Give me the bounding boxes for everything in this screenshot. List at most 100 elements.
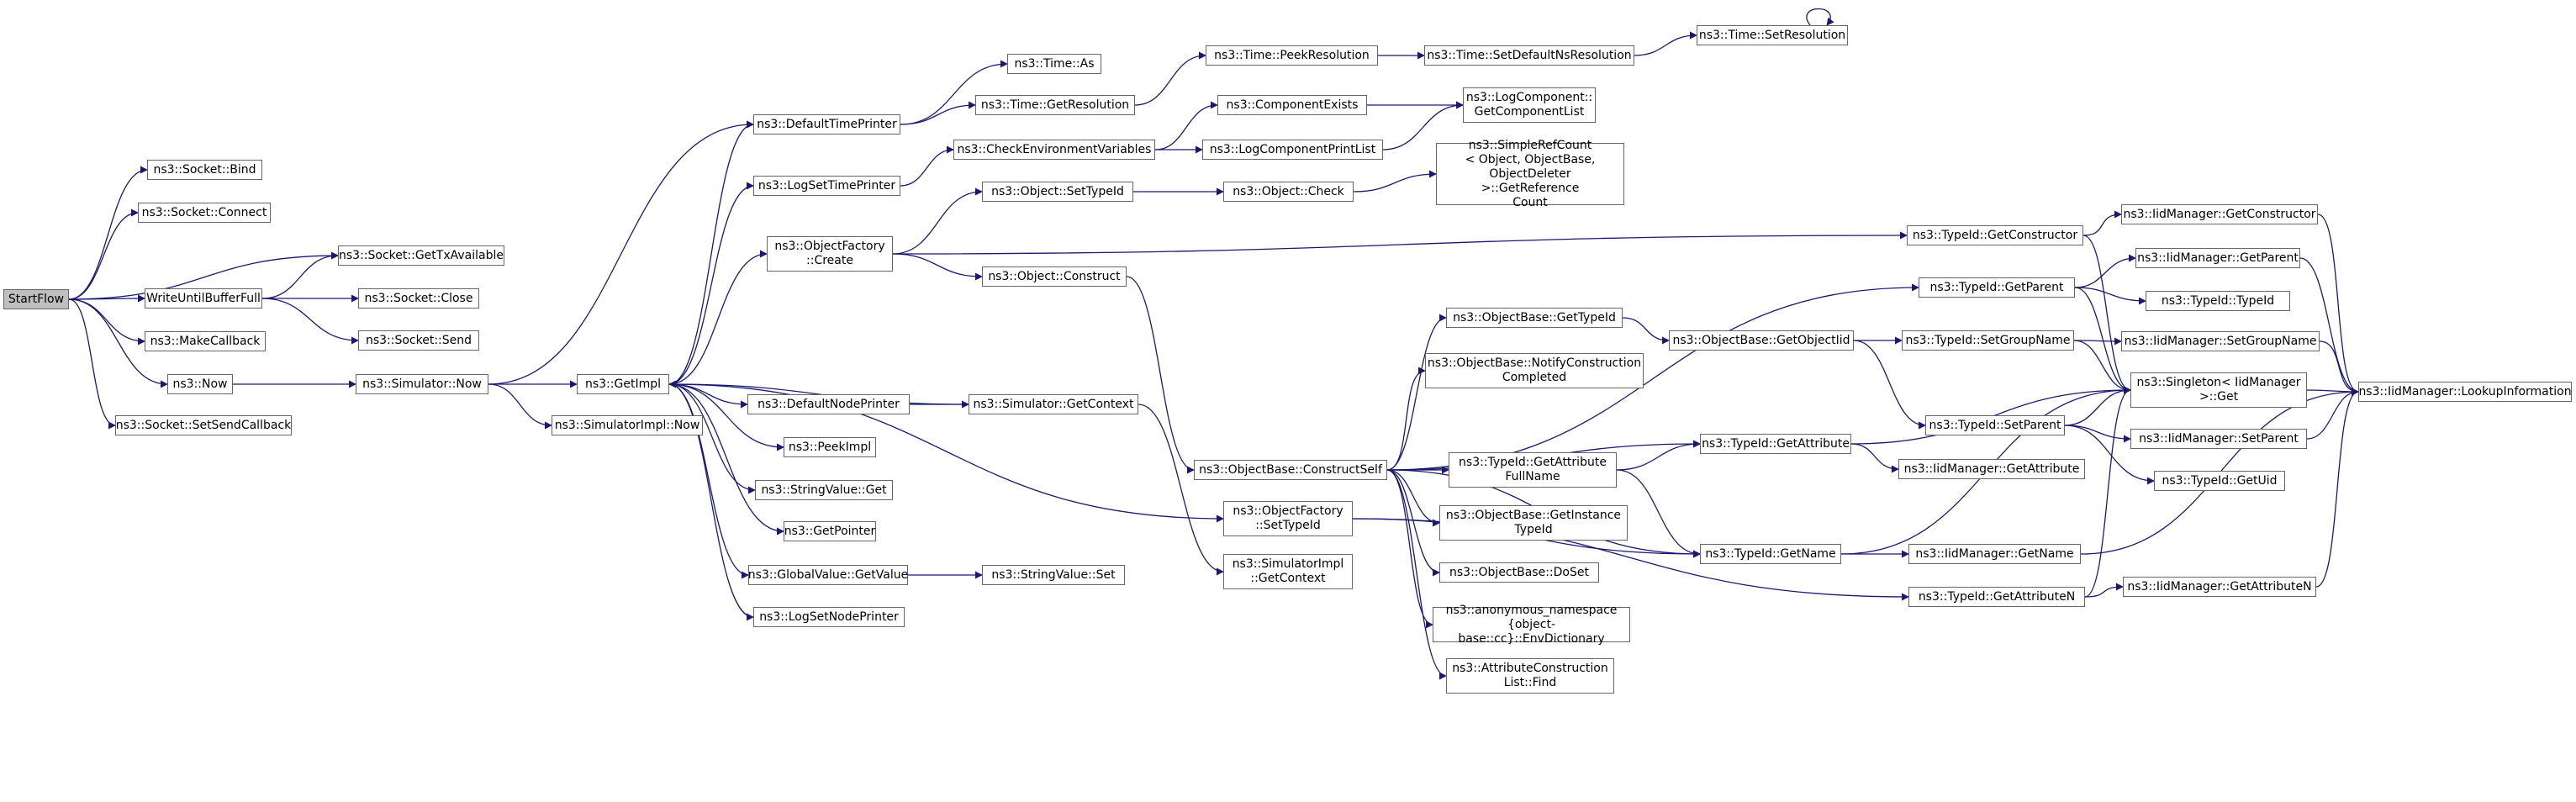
function-node[interactable]: ns3::ObjectFactory ::Create bbox=[767, 236, 893, 272]
function-node[interactable]: ns3::AttributeConstruction List::Find bbox=[1446, 658, 1614, 694]
call-edge bbox=[1616, 440, 1701, 471]
function-node[interactable]: ns3::Object::Construct bbox=[982, 266, 1127, 287]
call-edge bbox=[2064, 425, 2155, 485]
root-function-node[interactable]: StartFlow bbox=[3, 289, 69, 309]
function-node[interactable]: ns3::Time::As bbox=[1007, 54, 1101, 74]
call-edge bbox=[668, 250, 768, 385]
function-node[interactable]: ns3::TypeId::GetParent bbox=[1919, 277, 2075, 298]
call-edge bbox=[1154, 101, 1218, 150]
call-edge bbox=[668, 383, 749, 579]
function-node[interactable]: ns3::Simulator::GetContext bbox=[969, 394, 1138, 414]
function-node[interactable]: ns3::Now bbox=[167, 374, 233, 394]
function-node[interactable]: ns3::ObjectBase::DoSet bbox=[1439, 562, 1599, 583]
function-node[interactable]: ns3::DefaultNodePrinter bbox=[747, 394, 910, 414]
function-node[interactable]: ns3::Time::SetResolution bbox=[1697, 25, 1848, 45]
function-node[interactable]: ns3::LogSetTimePrinter bbox=[753, 176, 900, 196]
call-edge bbox=[2306, 388, 2359, 440]
function-node[interactable]: ns3::SimulatorImpl ::GetContext bbox=[1223, 554, 1353, 589]
function-node[interactable]: ns3::IidManager::SetParent bbox=[2130, 429, 2307, 449]
call-edge bbox=[892, 231, 1908, 255]
function-node[interactable]: ns3::IidManager::GetName bbox=[1908, 544, 2081, 564]
function-node[interactable]: ns3::DefaultTimePrinter bbox=[753, 114, 900, 135]
function-node[interactable]: ns3::StringValue::Get bbox=[755, 480, 893, 500]
function-node[interactable]: ns3::SimpleRefCount < Object, ObjectBase… bbox=[1436, 139, 1624, 209]
function-node[interactable]: ns3::Socket::Close bbox=[358, 288, 479, 309]
function-node[interactable]: ns3::ObjectBase::GetInstance TypeId bbox=[1439, 505, 1628, 541]
function-node[interactable]: ns3::Socket::SetSendCallback bbox=[115, 415, 292, 435]
function-node[interactable]: ns3::IidManager::GetAttribute bbox=[1898, 459, 2085, 479]
function-node[interactable]: ns3::TypeId::GetUid bbox=[2154, 471, 2285, 491]
call-edge bbox=[1616, 469, 1701, 558]
call-edge bbox=[1353, 170, 1437, 193]
function-node[interactable]: ns3::TypeId::GetAttributeN bbox=[1908, 587, 2085, 607]
call-edge bbox=[668, 383, 756, 494]
function-node[interactable]: ns3::ObjectBase::GetObjectIid bbox=[1669, 330, 1854, 351]
call-edge bbox=[1806, 8, 1834, 26]
function-node[interactable]: ns3::Time::PeekResolution bbox=[1206, 45, 1378, 66]
call-edge bbox=[2074, 287, 2131, 394]
function-node[interactable]: ns3::GetImpl bbox=[577, 374, 669, 394]
function-node[interactable]: ns3::IidManager::GetAttributeN bbox=[2123, 577, 2316, 597]
function-node[interactable]: ns3::PeekImpl bbox=[784, 437, 876, 457]
call-edge bbox=[1126, 276, 1195, 474]
function-node[interactable]: ns3::StringValue::Set bbox=[982, 565, 1125, 585]
function-node[interactable]: ns3::anonymous_namespace {object-base::c… bbox=[1433, 604, 1630, 646]
function-node[interactable]: ns3::Object::Check bbox=[1223, 182, 1354, 202]
function-node[interactable]: ns3::CheckEnvironmentVariables bbox=[953, 140, 1155, 160]
function-node[interactable]: ns3::TypeId::SetGroupName bbox=[1902, 330, 2074, 351]
call-edge bbox=[68, 294, 145, 303]
function-node[interactable]: ns3::Time::SetDefaultNsResolution bbox=[1424, 45, 1634, 66]
function-node[interactable]: ns3::GlobalValue::GetValue bbox=[748, 565, 908, 585]
function-node[interactable]: ns3::Socket::Connect bbox=[138, 203, 271, 223]
call-edge bbox=[668, 182, 754, 385]
call-edge bbox=[2306, 388, 2359, 396]
function-node[interactable]: WriteUntilBufferFull bbox=[145, 288, 262, 309]
call-edge bbox=[1386, 367, 1426, 471]
call-edge bbox=[1386, 469, 1440, 527]
call-edge bbox=[2064, 386, 2131, 426]
function-node[interactable]: ns3::ComponentExists bbox=[1217, 95, 1367, 115]
function-node[interactable]: ns3::Socket::Send bbox=[358, 330, 479, 351]
function-node[interactable]: ns3::TypeId::GetAttribute FullName bbox=[1449, 452, 1617, 488]
call-edge bbox=[2317, 214, 2359, 396]
function-node[interactable]: ns3::ObjectBase::GetTypeId bbox=[1446, 308, 1623, 328]
function-node[interactable]: ns3::Socket::GetTxAvailable bbox=[338, 245, 504, 266]
function-node[interactable]: ns3::ObjectBase::ConstructSelf bbox=[1194, 460, 1387, 480]
function-node[interactable]: ns3::IidManager::GetConstructor bbox=[2121, 204, 2318, 224]
call-edge bbox=[668, 383, 1224, 523]
function-node[interactable]: ns3::Object::SetTypeId bbox=[982, 182, 1133, 202]
call-edge bbox=[1138, 404, 1224, 576]
function-node[interactable]: ns3::SimulatorImpl::Now bbox=[552, 415, 703, 435]
function-node[interactable]: ns3::IidManager::GetParent bbox=[2135, 248, 2300, 268]
function-node[interactable]: ns3::IidManager::LookupInformation bbox=[2358, 382, 2572, 402]
function-node[interactable]: ns3::TypeId::GetAttribute bbox=[1700, 434, 1851, 454]
call-edge bbox=[900, 60, 1008, 125]
function-node[interactable]: ns3::Socket::Bind bbox=[147, 160, 262, 180]
function-node[interactable]: ns3::TypeId::GetConstructor bbox=[1907, 225, 2083, 245]
call-edge bbox=[892, 253, 983, 281]
call-edge bbox=[68, 251, 339, 300]
call-edge bbox=[68, 298, 145, 346]
function-node[interactable]: ns3::TypeId::SetParent bbox=[1925, 415, 2065, 435]
function-node[interactable]: ns3::GetPointer bbox=[784, 521, 876, 541]
function-node[interactable]: ns3::TypeId::TypeId bbox=[2146, 291, 2290, 311]
function-node[interactable]: ns3::TypeId::GetName bbox=[1700, 544, 1841, 564]
function-node[interactable]: ns3::ObjectBase::NotifyConstruction Comp… bbox=[1425, 353, 1644, 388]
function-node[interactable]: ns3::IidManager::SetGroupName bbox=[2121, 331, 2320, 351]
function-node[interactable]: ns3::Singleton< IidManager >::Get bbox=[2130, 372, 2307, 408]
function-node[interactable]: ns3::Simulator::Now bbox=[356, 374, 488, 394]
function-node[interactable]: ns3::Time::GetResolution bbox=[975, 95, 1135, 115]
function-node[interactable]: ns3::LogComponentPrintList bbox=[1202, 140, 1383, 160]
function-node[interactable]: ns3::LogSetNodePrinter bbox=[753, 607, 905, 627]
call-edge bbox=[1850, 443, 1899, 473]
call-edge bbox=[2082, 210, 2122, 236]
function-node[interactable]: ns3::MakeCallback bbox=[145, 331, 266, 351]
call-edge bbox=[1382, 101, 1464, 150]
call-edge bbox=[1134, 51, 1206, 106]
call-edge bbox=[488, 383, 552, 430]
call-edge bbox=[2315, 388, 2359, 588]
call-edge bbox=[892, 187, 983, 255]
function-node[interactable]: ns3::ObjectFactory ::SetTypeId bbox=[1223, 501, 1353, 536]
call-edge bbox=[1386, 314, 1447, 471]
function-node[interactable]: ns3::LogComponent:: GetComponentList bbox=[1463, 87, 1596, 123]
